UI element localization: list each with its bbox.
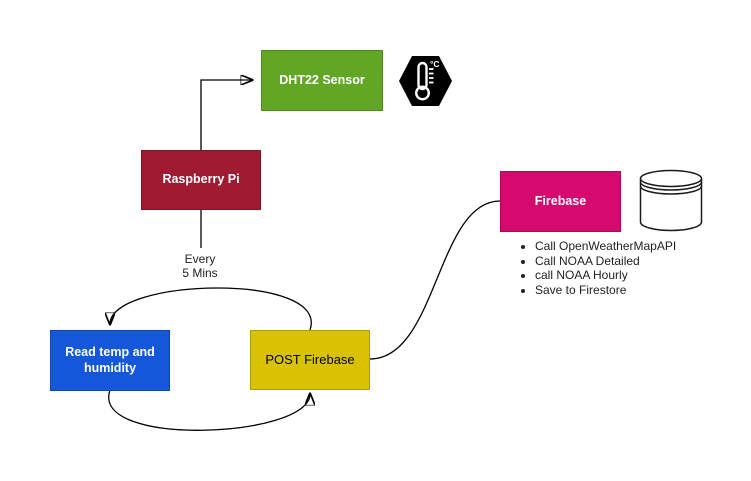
node-post-firebase: POST Firebase [250, 330, 370, 390]
note-item: Call OpenWeatherMapAPI [535, 239, 676, 254]
note-item: Call NOAA Detailed [535, 254, 676, 269]
firebase-notes-list: Call OpenWeatherMapAPI Call NOAA Detaile… [518, 239, 676, 298]
node-raspberry-pi-label: Raspberry Pi [162, 172, 240, 187]
edge-label-every-5-mins: Every 5 Mins [182, 252, 217, 280]
node-firebase-label: Firebase [534, 193, 587, 208]
node-read-temp-humidity-label: Read temp and humidity [65, 344, 155, 375]
node-dht22-sensor-label: DHT22 Sensor [279, 72, 365, 87]
node-post-firebase-label: POST Firebase [265, 351, 355, 367]
edge-raspberrypi-to-dht22 [200, 80, 252, 150]
edge-label-line2: 5 Mins [182, 266, 218, 280]
node-read-temp-humidity: Read temp and humidity [50, 330, 170, 391]
edge-post-to-read-loop-top [110, 287, 312, 331]
note-item: Save to Firestore [535, 283, 676, 298]
node-raspberry-pi: Raspberry Pi [141, 150, 261, 210]
node-dht22-sensor: DHT22 Sensor [261, 50, 383, 111]
edge-read-to-post-loop-bottom [108, 389, 310, 431]
thermometer-celsius-icon: °C [399, 56, 452, 106]
node-firebase: Firebase [500, 171, 621, 232]
edge-label-line1: Every [184, 252, 216, 266]
edge-post-to-firebase [369, 200, 501, 360]
thermometer-unit-label: °C [430, 59, 440, 69]
note-item: call NOAA Hourly [535, 268, 676, 283]
database-cylinder-icon [639, 169, 703, 232]
